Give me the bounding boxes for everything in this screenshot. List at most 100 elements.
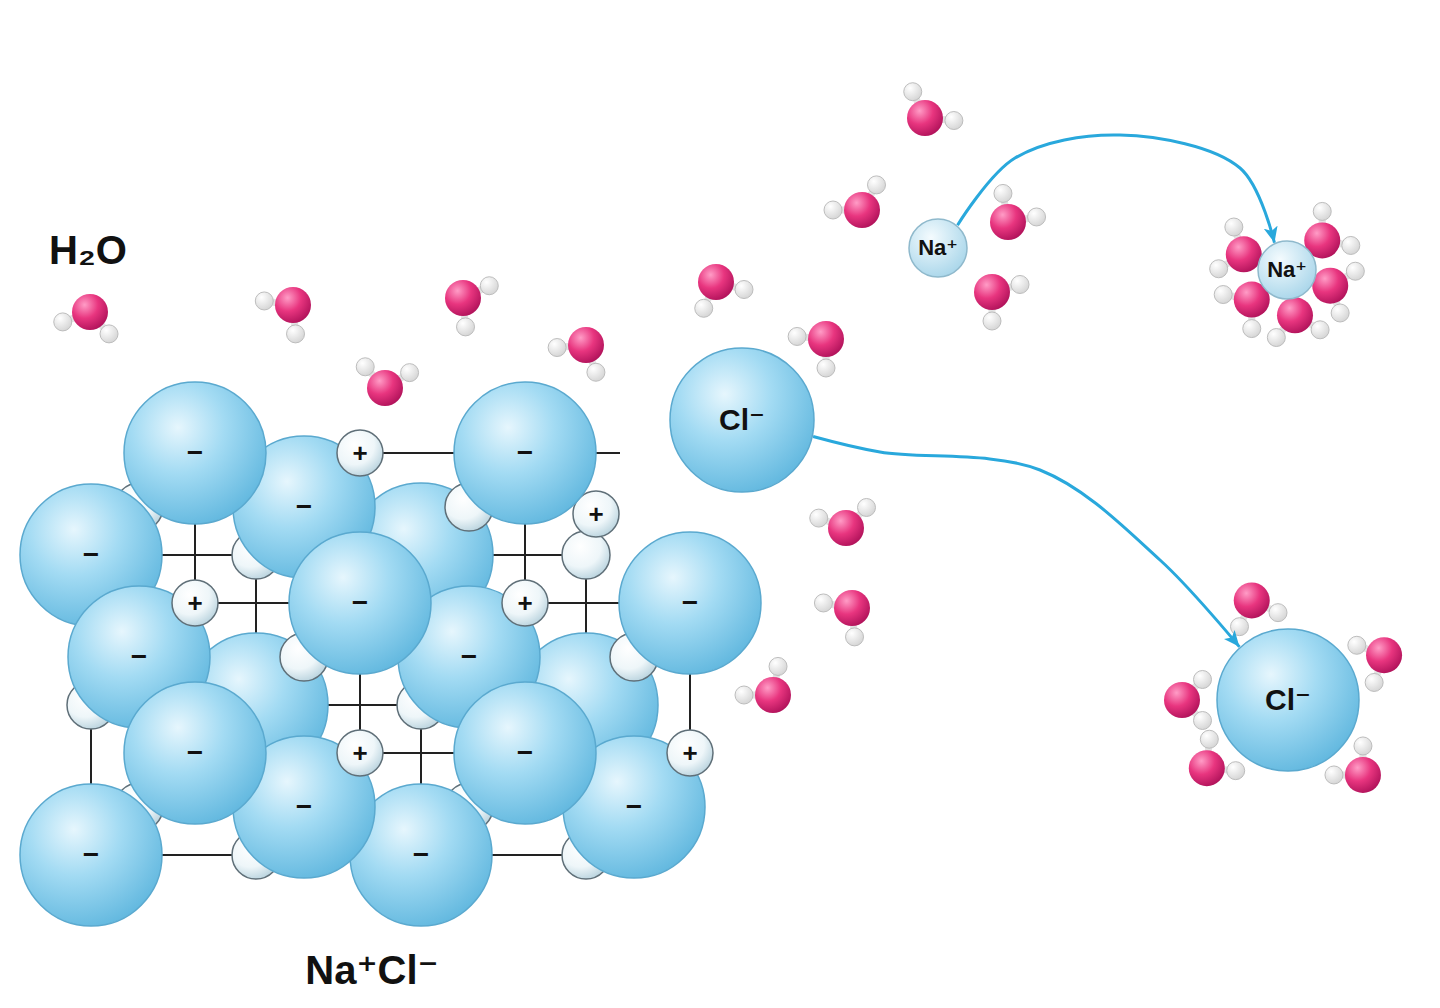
ion-label: Cl⁻ (719, 405, 765, 435)
oxygen-atom (698, 264, 734, 300)
hydrogen-atom (994, 184, 1012, 202)
water-molecule (1267, 297, 1329, 346)
oxygen-atom (1189, 750, 1225, 786)
ion-label: − (461, 643, 477, 671)
oxygen-atom (445, 280, 481, 316)
ion-outline (337, 430, 383, 476)
hydrogen-atom (287, 325, 305, 343)
hydrogen-atom (810, 509, 828, 527)
caption-label: H₂O (49, 230, 127, 270)
hydrogen-atom (100, 325, 118, 343)
hydrogen-atom (1028, 208, 1046, 226)
water-molecule (548, 327, 605, 381)
hydrogen-atom (769, 657, 787, 675)
ion-outline (289, 532, 431, 674)
ion-sphere: + (336, 429, 384, 477)
oxygen-atom (1164, 682, 1200, 718)
oxygen-atom (1234, 582, 1270, 618)
ion-label: − (296, 493, 312, 521)
ion-label: + (588, 501, 603, 527)
water-molecule (695, 264, 753, 317)
hydrogen-atom (1267, 329, 1285, 347)
oxygen-atom (1277, 297, 1313, 333)
hydrogen-atom (858, 498, 876, 516)
ion-outline (172, 580, 218, 626)
ion-outline (337, 730, 383, 776)
ion-sphere: + (501, 579, 549, 627)
hydrogen-atom (1230, 618, 1248, 636)
ion-sphere: − (288, 531, 432, 675)
ion-outline (502, 580, 548, 626)
ion-sphere: Na⁺ (1257, 240, 1317, 300)
water-molecule (356, 358, 418, 406)
ion-outline (124, 682, 266, 824)
hydrogen-atom (1210, 260, 1228, 278)
hydrogen-atom (54, 313, 72, 331)
hydrogen-atom (1011, 275, 1029, 293)
formula-label: Na⁺Cl⁻ (305, 950, 438, 990)
ion-label: Na⁺ (1267, 259, 1307, 281)
oxygen-atom (568, 327, 604, 363)
ion-outline (1258, 241, 1316, 299)
hydrogen-atom (457, 318, 475, 336)
oxygen-atom (974, 274, 1010, 310)
hydrogen-atom (817, 359, 835, 377)
ion-label: + (517, 590, 532, 616)
ion-sphere: − (123, 381, 267, 525)
water-molecule (255, 287, 311, 343)
ion-label: − (682, 589, 698, 617)
hydrogen-atom (1348, 636, 1366, 654)
ion-outline (454, 682, 596, 824)
ion-label: + (352, 740, 367, 766)
ion-sphere: + (336, 729, 384, 777)
hydrogen-atom (983, 312, 1001, 330)
ion-sphere: − (453, 681, 597, 825)
hydrogen-atom (1194, 712, 1212, 730)
oxygen-atom (72, 294, 108, 330)
hydrogen-atom (735, 281, 753, 299)
ion-label: − (83, 541, 99, 569)
hydrogen-atom (1331, 304, 1349, 322)
water-molecule (788, 321, 844, 377)
ion-sphere: Cl⁻ (669, 347, 815, 493)
hydrogen-atom (735, 686, 753, 704)
ion-outline (454, 382, 596, 524)
hydrogen-atom (1269, 604, 1287, 622)
ion-sphere: Na⁺ (908, 218, 968, 278)
water-molecule (904, 83, 963, 136)
ion-label: − (517, 439, 533, 467)
hydrogen-atom (814, 594, 832, 612)
hydrogen-atom (587, 363, 605, 381)
oxygen-atom (907, 100, 943, 136)
hydrogen-atom (904, 83, 922, 101)
water-molecule (814, 590, 870, 646)
hydrogen-atom (1354, 737, 1372, 755)
water-molecule (1304, 202, 1360, 258)
ion-label: − (517, 739, 533, 767)
water-molecule (735, 657, 791, 713)
ion-outline (909, 219, 967, 277)
oxygen-atom (990, 204, 1026, 240)
oxygen-atom (808, 321, 844, 357)
ion-label: Cl⁻ (1265, 685, 1311, 715)
ion-label: + (352, 440, 367, 466)
hydrogen-atom (1313, 202, 1331, 220)
water-molecule (1164, 670, 1212, 729)
hydrogen-atom (945, 112, 963, 130)
hydrogen-atom (1342, 236, 1360, 254)
water-molecule (990, 184, 1046, 240)
hydrogen-atom (255, 292, 273, 310)
hydrogen-atom (480, 277, 498, 295)
oxygen-atom (1312, 268, 1348, 304)
ion-outline (670, 348, 814, 492)
hydrogen-atom (824, 201, 842, 219)
ion-label: − (352, 589, 368, 617)
ion-sphere: Cl⁻ (1216, 628, 1360, 772)
hydrogen-atom (356, 358, 374, 376)
oxygen-atom (755, 677, 791, 713)
oxygen-atom (828, 510, 864, 546)
ion-outline (20, 784, 162, 926)
hydrogen-atom (548, 339, 566, 357)
water-molecules (54, 83, 1402, 793)
